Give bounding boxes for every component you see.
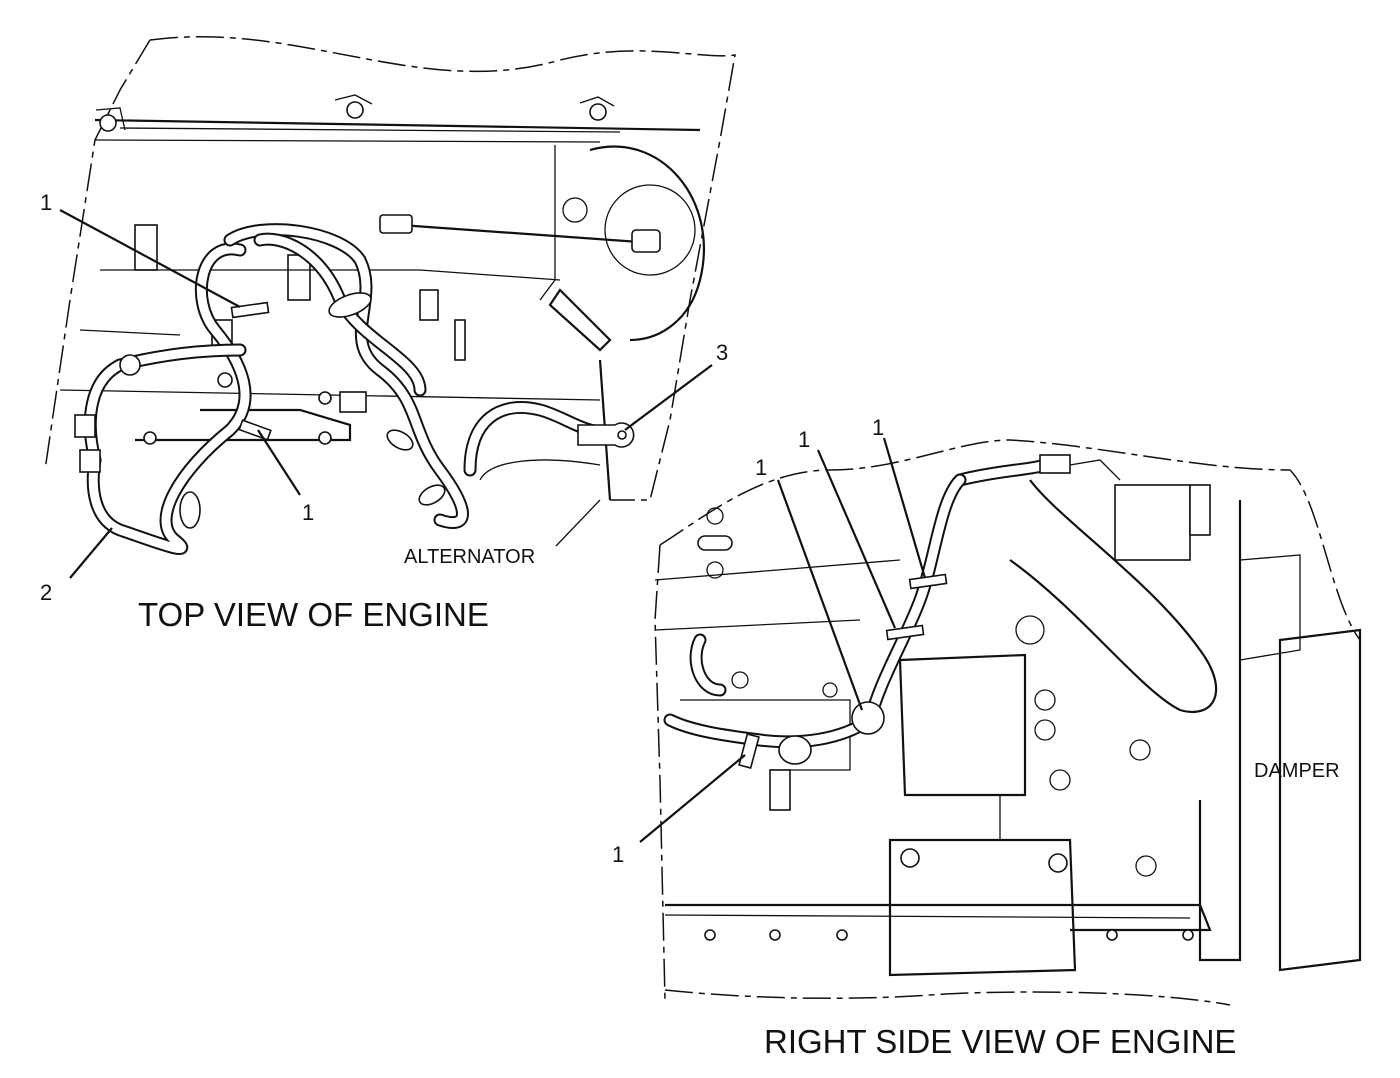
top-view-leaders <box>59 209 713 579</box>
callout-side-1a: 1 <box>755 455 767 480</box>
damper-label: DAMPER <box>1254 760 1340 782</box>
side-view-title: RIGHT SIDE VIEW OF ENGINE <box>764 1023 1236 1060</box>
top-view-drawing <box>44 36 736 555</box>
ring-terminal-icon <box>577 422 635 448</box>
bolt-icon <box>346 101 364 119</box>
callout-top-2: 2 <box>40 580 52 605</box>
callout-top-1b: 1 <box>302 500 314 525</box>
callout-side-1d: 1 <box>612 842 624 867</box>
bolt-icon <box>589 103 607 121</box>
alternator-label: ALTERNATOR <box>404 546 535 568</box>
callout-top-3: 3 <box>716 340 728 365</box>
callout-top-1a: 1 <box>40 190 52 215</box>
damper-icon <box>1278 628 1362 972</box>
side-view-drawing <box>654 439 1362 1006</box>
callout-side-1c: 1 <box>872 415 884 440</box>
side-view-leaders <box>639 437 927 843</box>
bolt-icon <box>99 114 117 132</box>
top-view-title: TOP VIEW OF ENGINE <box>138 596 489 633</box>
callout-side-1b: 1 <box>798 427 810 452</box>
